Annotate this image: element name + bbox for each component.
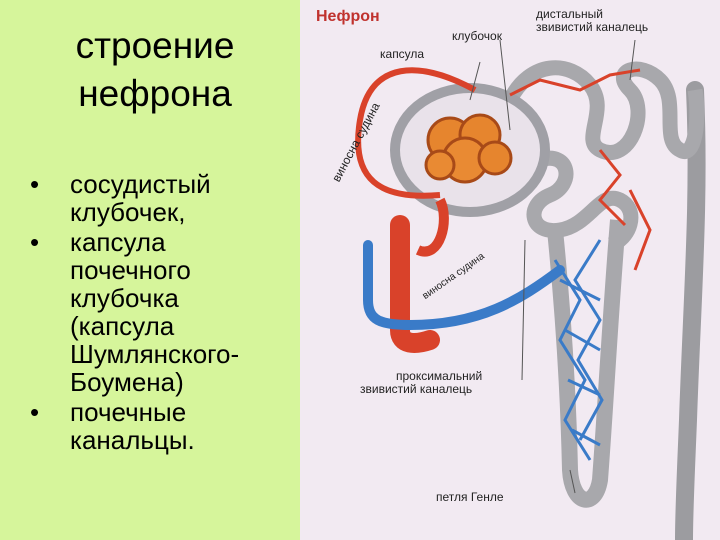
efferent-arteriole	[415, 197, 449, 257]
bullet-item-glomerulus: сосудистый клубочек,	[26, 170, 296, 226]
afferent-arteriole	[355, 67, 477, 199]
figure-title: Нефрон	[316, 8, 380, 25]
bullet-item-capsule: капсула почечного клубочка (капсула Шумл…	[26, 228, 296, 396]
arterial-capillaries	[509, 68, 652, 271]
slide-title: строение нефрона	[20, 22, 290, 118]
renal-artery	[390, 215, 440, 353]
peritubular-capillaries	[553, 239, 604, 461]
label-distal-2: звивистий каналець	[536, 20, 649, 34]
bullet-line: почечные	[70, 397, 187, 427]
label-capsule: капсула	[380, 47, 425, 61]
bullet-line: Боумена)	[70, 367, 184, 397]
bullet-line: капсула	[70, 227, 166, 257]
bullet-list: сосудистый клубочек, капсула почечного к…	[26, 170, 296, 456]
label-distal-1: дистальный	[536, 7, 603, 21]
bullet-line: клубочка	[70, 283, 179, 313]
text-panel: строение нефрона сосудистый клубочек, ка…	[0, 0, 300, 540]
proximal-tubule	[526, 150, 639, 253]
bullet-line: канальцы.	[70, 425, 195, 455]
bullet-line: почечного	[70, 255, 191, 285]
label-loop-of-henle: петля Генле	[436, 490, 504, 504]
title-line-1: строение	[75, 25, 235, 66]
collecting-duct	[675, 81, 706, 540]
bullet-item-tubules: почечные канальцы.	[26, 398, 296, 454]
nephron-figure: Нефрон дистальный звивистий каналець клу…	[300, 0, 720, 540]
bullet-line: сосудистый	[70, 169, 211, 199]
label-proximal-1: проксимальний	[396, 369, 483, 383]
label-proximal-2: звивистий каналець	[360, 382, 473, 396]
bullet-line: (капсула	[70, 311, 175, 341]
label-glomerulus: клубочок	[452, 29, 502, 43]
glomerulus	[424, 113, 513, 184]
renal-vein	[363, 240, 565, 331]
nephron-diagram	[355, 39, 706, 540]
bullet-line: клубочек,	[70, 197, 186, 227]
leader-lines	[469, 39, 636, 494]
title-line-2: нефрона	[78, 73, 232, 114]
bullet-line: Шумлянского-	[70, 339, 240, 369]
